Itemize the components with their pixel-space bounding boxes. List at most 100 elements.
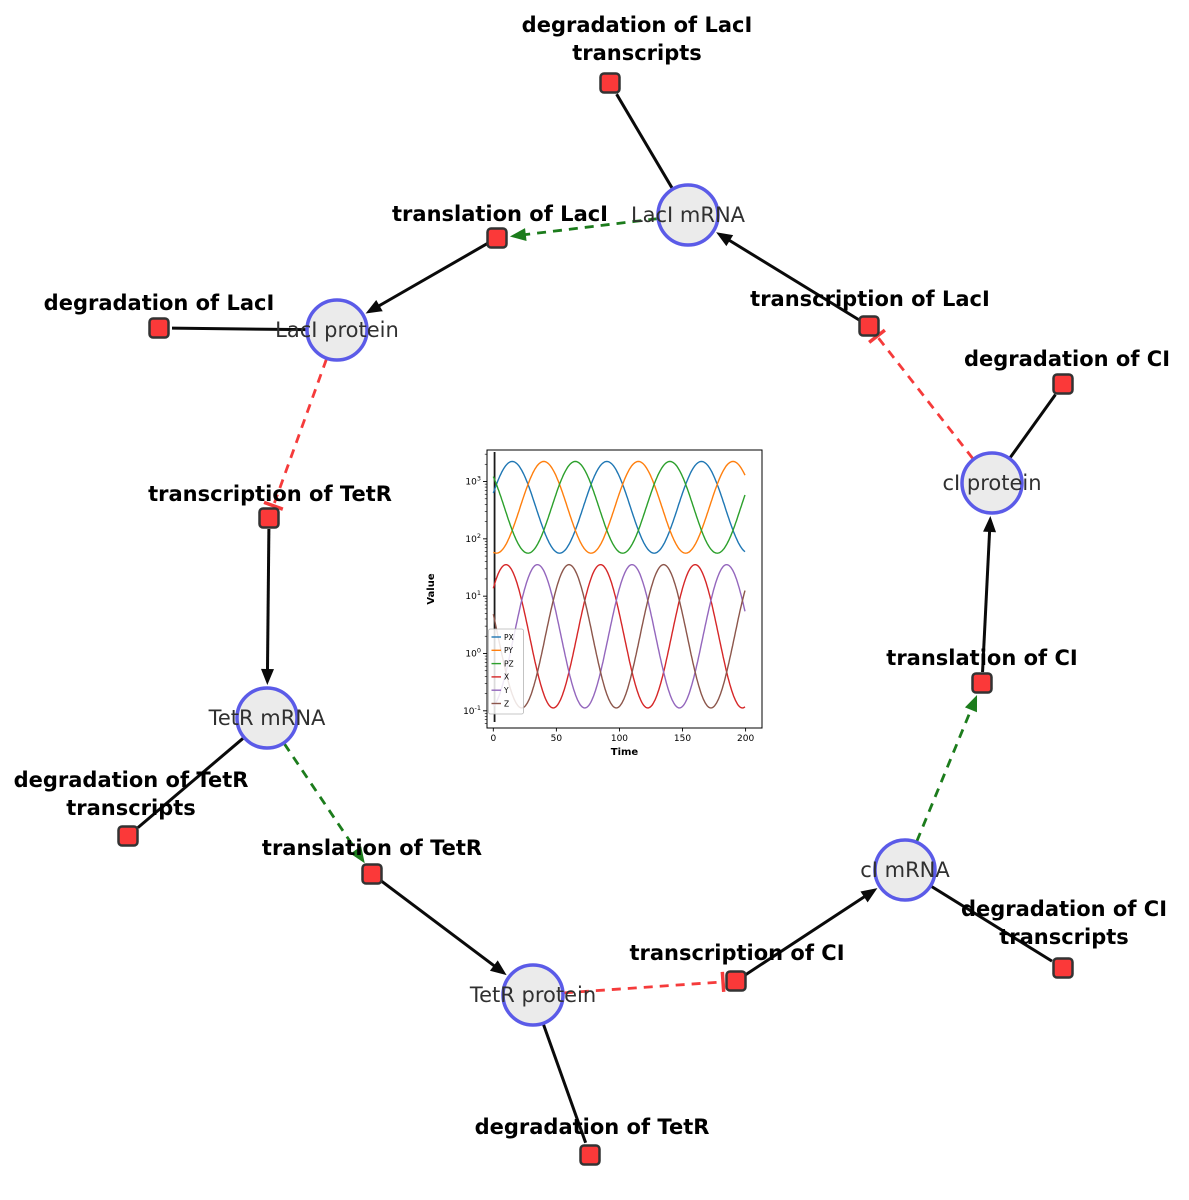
- y-tick-label: 103: [465, 475, 481, 488]
- y-tick-exponent: 3: [477, 475, 481, 483]
- arrowhead-icon: [350, 846, 365, 864]
- edge-tetr-mrna-to-translation-of-tetr: [283, 742, 365, 864]
- species-node-ci-protein: cI protein: [942, 451, 1042, 515]
- reaction-square: [1052, 373, 1074, 395]
- series-line-Y: [492, 563, 746, 709]
- edge-line: [272, 358, 328, 507]
- series-line-PX: [492, 460, 746, 554]
- reaction-label-line: translation of CI: [886, 646, 1077, 670]
- x-tick-label: 150: [674, 734, 691, 744]
- reaction-label: transcription of TetR: [148, 482, 392, 506]
- edge-line: [265, 528, 271, 674]
- species-label: TetR protein: [469, 983, 596, 1007]
- species-circle: [305, 298, 369, 362]
- reaction-label: transcription of LacI: [750, 287, 990, 311]
- legend-entry-label: PY: [504, 646, 513, 655]
- edge-transcription-of-ci-to-ci-mrna: [744, 888, 878, 977]
- edge-translation-of-tetr-to-tetr-protein: [379, 879, 507, 976]
- edge-line: [875, 335, 974, 460]
- species-label: cI mRNA: [860, 858, 950, 882]
- reaction-node-translation-of-tetr: translation of TetR: [262, 836, 482, 885]
- species-node-laci-mrna: LacI mRNA: [631, 183, 746, 247]
- species-label: LacI protein: [275, 318, 399, 342]
- reaction-node-transcription-of-tetr: transcription of TetR: [148, 482, 392, 529]
- legend-entry-label: Y: [503, 686, 509, 695]
- reaction-square: [599, 72, 621, 94]
- y-tick-exponent: 2: [477, 532, 481, 540]
- y-tick-exponent: 1: [477, 589, 481, 597]
- reaction-label-line: translation of LacI: [392, 202, 608, 226]
- reaction-label-line: degradation of CI: [964, 347, 1170, 371]
- y-tick-base: 10: [465, 478, 477, 488]
- edge-line: [283, 742, 360, 855]
- y-tick-exponent: 0: [477, 646, 481, 654]
- y-tick-label: 10-1: [463, 704, 481, 717]
- arrowhead-icon: [860, 888, 878, 903]
- y-tick-exponent: -1: [475, 704, 481, 712]
- edge-ci-mrna-to-degradation-of-ci-transcripts: [930, 885, 1053, 963]
- y-tick-base: 10: [465, 649, 477, 659]
- edge-line: [930, 885, 1053, 963]
- y-tick-label: 102: [465, 532, 481, 545]
- y-tick-base: 10: [465, 592, 477, 602]
- reaction-label-line: degradation of LacI: [522, 13, 753, 37]
- edge-line: [379, 879, 498, 970]
- edge-tetr-mrna-to-degradation-of-tetr-transcripts: [136, 736, 245, 829]
- arrowhead-icon: [509, 228, 527, 241]
- legend-entry-label: PZ: [504, 659, 514, 668]
- edge-transcription-of-laci-to-laci-mrna: [716, 232, 861, 322]
- species-circle: [960, 451, 1024, 515]
- reaction-square: [858, 315, 880, 337]
- reaction-node-transcription-of-laci: transcription of LacI: [750, 287, 990, 337]
- edge-line: [915, 705, 974, 842]
- reaction-label: translation of LacI: [392, 202, 608, 226]
- inhibition-tbar-icon: [720, 971, 726, 992]
- edge-line: [375, 242, 489, 309]
- edge-line: [744, 893, 869, 977]
- series-line-Z: [492, 563, 746, 709]
- edge-line: [615, 93, 674, 190]
- edge-line: [136, 736, 245, 829]
- x-tick-label: 50: [551, 734, 563, 744]
- reaction-label: degradation of LacI: [44, 291, 275, 315]
- edge-tetr-protein-to-transcription-of-ci: [563, 971, 726, 995]
- reaction-label-line: translation of TetR: [262, 836, 482, 860]
- reaction-label-line: transcripts: [999, 925, 1129, 949]
- edge-line: [1008, 393, 1057, 459]
- y-tick-label: 100: [465, 646, 481, 659]
- edge-ci-protein-to-degradation-of-ci: [1008, 393, 1057, 459]
- edge-line: [725, 237, 861, 322]
- legend-entry-label: PX: [504, 633, 514, 642]
- series-line-X: [492, 563, 746, 709]
- edge-line: [171, 326, 307, 332]
- y-tick-base: 10: [463, 707, 475, 717]
- reaction-label-line: degradation of TetR: [14, 768, 249, 792]
- reaction-square: [486, 227, 508, 249]
- arrowhead-icon: [983, 515, 997, 533]
- edge-laci-protein-to-degradation-of-laci: [171, 326, 307, 332]
- edges-layer: [136, 93, 1057, 1144]
- reaction-label-line: degradation of TetR: [475, 1115, 710, 1139]
- arrowhead-icon: [260, 668, 274, 686]
- edge-line: [981, 527, 992, 673]
- reaction-label: translation of CI: [886, 646, 1077, 670]
- y-tick-base: 10: [465, 535, 477, 545]
- reaction-square: [1052, 957, 1074, 979]
- reaction-label-line: transcription of LacI: [750, 287, 990, 311]
- arrowhead-icon: [365, 299, 383, 314]
- species-circle: [656, 183, 720, 247]
- inhibition-tbar-icon: [263, 500, 284, 511]
- species-node-tetr-protein: TetR protein: [469, 963, 596, 1027]
- reaction-square: [971, 672, 993, 694]
- edge-transcription-of-tetr-to-tetr-mrna: [260, 528, 274, 686]
- edge-laci-mrna-to-translation-of-laci: [509, 217, 658, 241]
- reaction-node-translation-of-ci: translation of CI: [886, 646, 1078, 694]
